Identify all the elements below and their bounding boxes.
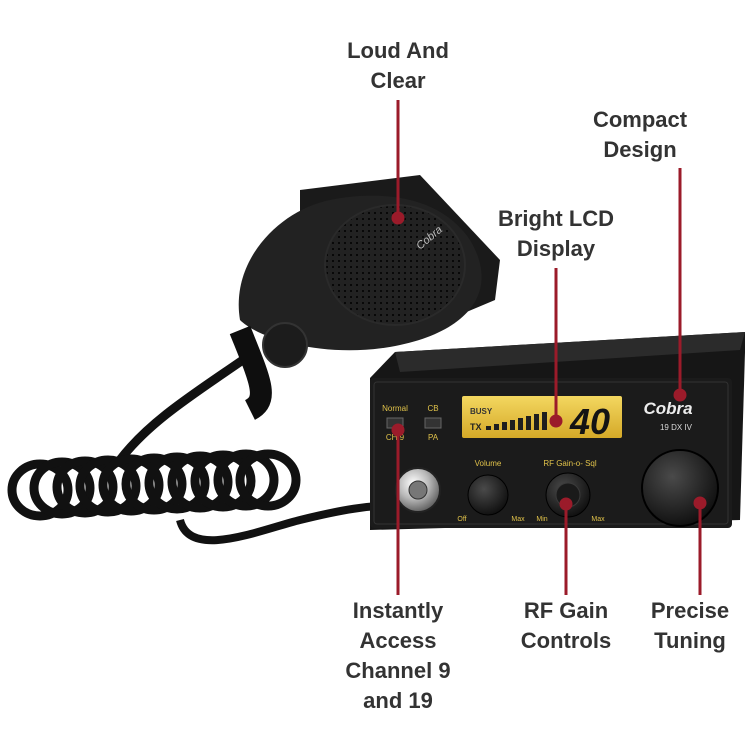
volume-off-label: Off [457, 516, 466, 523]
switch-pa-label: PA [428, 433, 439, 442]
callout-lcd-line-1: Bright LCD [497, 206, 615, 231]
callout-tuning-line-2: Tuning [654, 628, 726, 653]
switch-ch-label: CH 9 [386, 433, 405, 442]
callout-rf-line-2: Controls [520, 628, 612, 653]
callout-loud-line-2: Clear [370, 68, 426, 93]
radio-model-text: 19 DX IV [660, 423, 693, 432]
lcd-channel-number: 40 [569, 401, 610, 442]
callout-loud-and-clear: Loud And Clear [318, 36, 478, 96]
microphone: Cobra [229, 175, 500, 420]
callout-access-line-3: Channel 9 [345, 658, 451, 683]
callout-compact-design: Compact Design [560, 105, 720, 165]
lcd-tx-text: TX [470, 422, 482, 432]
volume-label: Volume [475, 459, 502, 468]
callout-precise-tuning: Precise Tuning [632, 596, 748, 656]
cb-radio: Normal CB CH 9 PA BUSY TX 40 Cobra 19 DX… [370, 332, 745, 530]
coiled-cord [7, 351, 401, 545]
switch-cb-label: CB [427, 404, 438, 413]
callout-lcd-line-2: Display [516, 236, 596, 261]
callout-rf-gain: RF Gain Controls [486, 596, 646, 656]
rf-min-label: Min [536, 516, 547, 523]
callout-bright-lcd: Bright LCD Display [476, 204, 636, 264]
switch-normal-label: Normal [382, 404, 408, 413]
channel-tuning-knob [641, 449, 719, 527]
callout-compact-line-1: Compact [592, 107, 688, 132]
callout-access-line-2: Access [359, 628, 437, 653]
radio-brand-text: Cobra [643, 399, 692, 418]
ptt-button [262, 322, 308, 368]
callout-access-line-1: Instantly [352, 598, 444, 623]
rf-max-label: Max [591, 516, 605, 523]
lcd-signal-bars [486, 412, 547, 430]
callout-loud-line-1: Loud And [347, 38, 449, 63]
volume-knob [467, 474, 509, 516]
lcd-busy-text: BUSY [470, 407, 493, 416]
callout-access-line-4: and 19 [363, 688, 433, 713]
callout-instant-access: Instantly Access Channel 9 and 19 [318, 596, 478, 716]
callout-lines [391, 100, 707, 595]
callout-tuning-line-1: Precise [650, 598, 730, 623]
callout-rf-line-1: RF Gain [523, 598, 609, 623]
lcd-display: BUSY TX 40 [462, 396, 622, 442]
cb-pa-switch [424, 417, 442, 429]
rf-gain-label: RF Gain-o- Sql [543, 459, 597, 468]
callout-compact-line-2: Design [603, 137, 677, 162]
volume-max-label: Max [511, 516, 525, 523]
